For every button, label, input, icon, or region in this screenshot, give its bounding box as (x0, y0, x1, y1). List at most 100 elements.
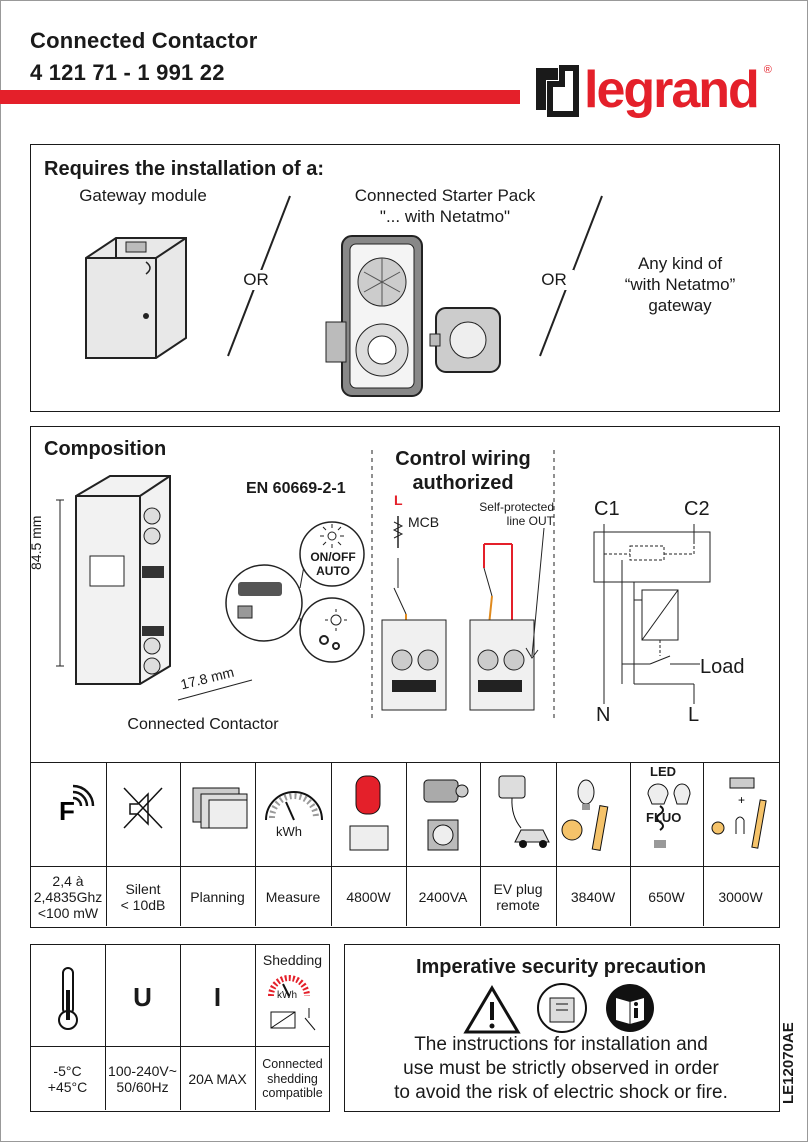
halogen-icon: + (711, 777, 767, 849)
feature-label: Silent < 10dB (120, 880, 166, 913)
feature-label: 2400VA (418, 888, 468, 905)
feature-label: Planning (190, 888, 245, 905)
requires-heading: Requires the installation of a: (44, 158, 325, 180)
height-dimension: 84.5 mm (28, 515, 44, 570)
silent-icon (123, 787, 163, 829)
read-instructions-icon (537, 983, 587, 1033)
wiring-heading-line1: Control wiring (395, 448, 531, 470)
product-reference: 4 121 71 - 1 991 22 (30, 60, 225, 85)
manual-info-icon (606, 984, 654, 1032)
legrand-symbol-icon (536, 65, 579, 117)
measure-kwh-label: kWh (276, 824, 302, 839)
led-gear-status-icon (299, 597, 365, 663)
option-any-gateway-line1: Any kind of (637, 254, 723, 273)
feature-cell (255, 762, 331, 926)
schematic-c2-label: C2 (684, 498, 710, 520)
security-line1: The instructions for installation and (414, 1034, 708, 1055)
feature-cell (106, 762, 180, 926)
wiring-mcb-label: MCB (408, 514, 440, 530)
feature-cell (180, 762, 255, 926)
schematic-load-label: Load (700, 656, 745, 678)
spec-cell (255, 944, 330, 1110)
water-heater-icon (349, 775, 388, 851)
feature-label: 3000W (718, 888, 763, 905)
security-line3: to avoid the risk of electric shock or f… (394, 1082, 728, 1103)
standard-label: EN 60669-2-1 (246, 480, 346, 497)
spec-label: -5°C +45°C (47, 1062, 88, 1095)
zoom-detail-circle (225, 564, 305, 643)
option-any-gateway-line2: “with Netatmo” (624, 275, 736, 294)
wiring-diagram (381, 516, 545, 711)
starter-pack-switch-icon (325, 235, 423, 397)
measure-kwh-icon (265, 791, 323, 821)
led-label: LED (650, 764, 676, 779)
thermometer-icon (57, 967, 78, 1030)
or-label-1: OR (236, 270, 276, 290)
feature-label: 650W (648, 888, 685, 905)
led-fluo-icon (646, 783, 691, 848)
security-section (344, 944, 780, 1112)
onoff-button-line1: ON/OFF (310, 550, 356, 564)
composition-heading: Composition (44, 438, 167, 460)
schematic-n-label: N (596, 704, 611, 726)
feature-cell (480, 762, 556, 926)
feature-cell (630, 762, 703, 926)
registered-mark: ® (763, 64, 772, 76)
product-name: Connected Contactor (30, 28, 258, 53)
wiring-self-protected-line1: Self-protected (479, 500, 554, 514)
header-red-bar (0, 90, 520, 104)
feature-cell (331, 762, 406, 926)
spec-label: Connected shedding compatible (262, 1057, 323, 1101)
contactor-drawing (56, 475, 171, 685)
feature-cell (703, 762, 778, 926)
option-starter-pack-label: Connected Starter Pack (354, 186, 536, 205)
feature-label: 4800W (346, 888, 391, 905)
option-gateway-label: Gateway module (79, 186, 207, 205)
composition-caption: Connected Contactor (127, 716, 279, 733)
width-dimension-line (177, 679, 253, 701)
requires-section (30, 144, 780, 412)
warning-triangle-icon (463, 985, 521, 1034)
legrand-logo: legrand ® (532, 60, 772, 120)
security-line2: use must be strictly observed in order (403, 1058, 719, 1079)
starter-pack-module-icon (429, 307, 501, 373)
shedding-kwh-label: kWh (277, 990, 297, 1001)
option-any-gateway-line3: gateway (648, 296, 712, 315)
shedding-title: Shedding (262, 952, 323, 968)
feature-cell (406, 762, 480, 926)
voltage-symbol: U (133, 982, 152, 1012)
spec-label: 20A MAX (188, 1070, 247, 1087)
planning-icon (192, 787, 247, 829)
brand-name: legrand (584, 61, 760, 119)
motor-icon (423, 779, 469, 851)
gateway-module-icon (85, 237, 187, 359)
feature-label: 3840W (570, 888, 616, 905)
schematic-l-label: L (688, 704, 700, 726)
wireless-f-icon: F (59, 784, 95, 826)
wiring-dashed-frame (371, 450, 555, 720)
wiring-line-l: L (394, 492, 403, 508)
onoff-auto-button-icon (299, 521, 365, 587)
security-heading: Imperative security precaution (415, 956, 707, 978)
schematic-c1-label: C1 (594, 498, 620, 520)
ev-plug-icon (498, 775, 550, 848)
feature-cell (556, 762, 630, 926)
feature-label: Measure (265, 888, 321, 905)
spec-cell (180, 944, 255, 1110)
svg-text:F: F (59, 796, 75, 826)
features-grid-divider (30, 866, 780, 867)
current-symbol: I (213, 982, 222, 1012)
option-starter-pack-sub: "... with Netatmo" (379, 207, 511, 226)
svg-text:+: + (738, 793, 745, 807)
feature-label: EV plug remote (493, 880, 543, 913)
spec-cell (105, 944, 180, 1110)
spec-label: 100-240V~ 50/60Hz (108, 1062, 177, 1095)
shedding-icon (267, 975, 315, 1031)
wiring-self-protected-line2: line OUT (506, 514, 554, 528)
document-code: LE12070AE (780, 1022, 797, 1104)
fluo-label: FLUO (646, 810, 682, 825)
wiring-heading-line2: authorized (412, 472, 514, 494)
or-label-2: OR (534, 270, 574, 290)
feature-label: 2,4 à 2,4835Ghz <100 mW (33, 872, 103, 922)
onoff-button-line2: AUTO (316, 564, 350, 578)
